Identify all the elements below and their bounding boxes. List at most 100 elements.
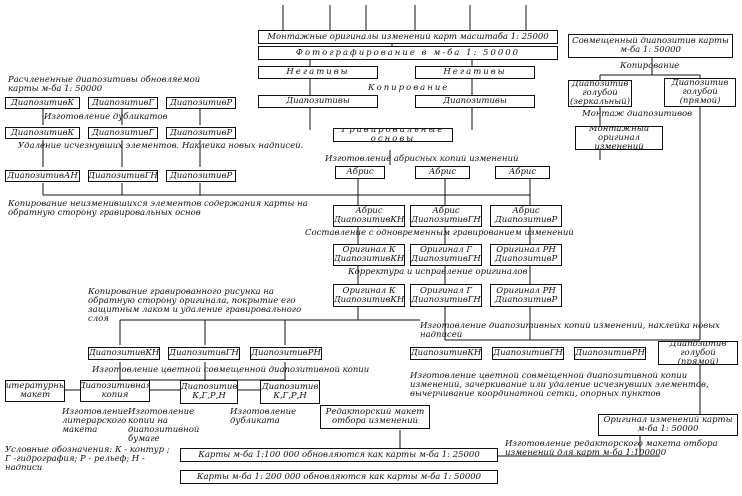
corrected-box-1: Оригинал К ДиапозитивКН (333, 284, 405, 307)
abris-box-1: Абрис (335, 166, 385, 179)
diap-g2-box: ДиапозитивГ (88, 127, 158, 139)
diap-r2-box: ДиапозитивР (166, 127, 236, 139)
photography-label: Фотографирование в м-ба 1: 50000 (295, 47, 521, 58)
engraving-bases-label: Гравировальные основы (341, 128, 445, 142)
original-label-1: Оригинал К ДиапозитивКН (333, 245, 405, 264)
diap-g-label: ДиапозитивГ (91, 97, 155, 108)
negatives-box-2: Негативы (415, 66, 535, 79)
split-caption: Расчлененные диапозитивы обновляемой кар… (8, 75, 201, 94)
blue-mirror-box: Диапозитив голубой (зеркальный) (568, 80, 632, 107)
diap-r-box: ДиапозитивР (166, 97, 236, 109)
diap-rn-label: ДиапозитивР (169, 170, 233, 181)
kgrn-box-1: Диапозитив К,Г,Р,Н (180, 380, 238, 404)
original-label-2: Оригинал Г ДиапозитивГН (411, 245, 481, 264)
diapositives-label-2: Диапозитивы (443, 96, 507, 106)
montage-original-label: Монтажный оригинал изменений (588, 126, 650, 150)
diap-an-box: ДиапозитивАН (5, 170, 80, 182)
paper-caption: Изготовление копии на диапозитивной бума… (128, 407, 200, 444)
photography-box: Фотографирование в м-ба 1: 50000 (258, 46, 558, 60)
literary-mockup-box: Литературный макет (5, 380, 65, 402)
diap-g-box: ДиапозитивГ (88, 97, 158, 109)
blue-direct-box: Диапозитив голубой (прямой) (664, 78, 736, 107)
negatives-label-2: Негативы (443, 67, 507, 77)
bottom-diap-rn-1: ДиапозитивРН (250, 347, 322, 360)
original-box-3: Оригинал РН ДиапозитивР (490, 244, 562, 266)
final-box-2: Карты м-ба 1: 200 000 обновляются как ка… (180, 470, 498, 484)
copy-right-caption: Копирование (620, 61, 680, 71)
corrected-box-2: Оригинал Г ДиапозитивГН (410, 284, 482, 307)
abris-box-2: Абрис (415, 166, 470, 179)
kgrn-box-2: Диапозитив К,Г,Р,Н (260, 380, 320, 404)
negatives-box-1: Негативы (258, 66, 378, 79)
engr-copy-caption: Копирование гравированного рисунка на об… (88, 287, 302, 324)
abris-diap-label-3: Абрис ДиапозитивР (494, 206, 558, 225)
abris-diap-label-2: Абрис ДиапозитивГН (411, 206, 481, 225)
original-box-1: Оригинал К ДиапозитивКН (333, 244, 405, 266)
bottom-diap-kn-2-label: ДиапозитивКН (410, 348, 482, 358)
bottom-diap-rn-2-label: ДиапозитивРН (575, 348, 645, 358)
diapositives-box-2: Диапозитивы (415, 95, 535, 108)
montage-originals-box: Монтажные оригиналы изменений карт масшт… (258, 30, 558, 44)
corrected-label-2: Оригинал Г ДиапозитивГН (411, 285, 481, 305)
final-label-1: Карты м-ба 1:100 000 обновляются как кар… (198, 449, 480, 460)
diap-copy-box: Диапозитивная копия (80, 380, 150, 402)
bottom-diap-rn-1-label: ДиапозитивРН (251, 348, 321, 358)
diap-copy-label: Диапозитивная копия (80, 381, 150, 400)
diapositives-box-1: Диапозитивы (258, 95, 378, 108)
final-box-1: Карты м-ба 1:100 000 обновляются как кар… (180, 448, 498, 462)
abris-caption: Изготовление абрисных копий изменений (325, 154, 519, 164)
engraving-bases-box: Гравировальные основы (333, 128, 453, 142)
original-box-2: Оригинал Г ДиапозитивГН (410, 244, 482, 266)
abris-diap-label-1: Абрис ДиапозитивКН (333, 206, 405, 225)
correct-caption: Корректура и исправление оригиналов (348, 267, 528, 277)
bottom-diap-kn-2: ДиапозитивКН (410, 347, 482, 360)
bottom-diap-gn-1-label: ДиапозитивГН (169, 348, 239, 358)
diap-k-box: ДиапозитивК (5, 97, 80, 109)
montage-originals-label: Монтажные оригиналы изменений карт масшт… (267, 31, 549, 42)
bottom-diap-gn-2-label: ДиапозитивГН (493, 348, 563, 358)
bottom-diap-gn-1: ДиапозитивГН (168, 347, 240, 360)
diap-gn-box: ДиапозитивГН (88, 170, 158, 182)
abris-diap-box-1: Абрис ДиапозитивКН (333, 205, 405, 227)
bottom-diap-kn-1: ДиапозитивКН (88, 347, 160, 360)
dup-bottom-caption: Изготовление дубликата (230, 407, 297, 426)
diap-g2-label: ДиапозитивГ (91, 127, 155, 138)
diap-r2-label: ДиапозитивР (169, 127, 233, 138)
copy-caption: Копирование (368, 83, 450, 93)
diapositives-label-1: Диапозитивы (286, 96, 350, 106)
legend: Условные обозначения: К - контур ; Г -ги… (5, 445, 170, 473)
abris-label-2: Абрис (428, 167, 457, 177)
corrected-box-3: Оригинал РН ДиапозитивР (490, 284, 562, 307)
editor-caption: Изготовление редакторского макета отбора… (505, 439, 718, 458)
bottom-diap-rn-2: ДиапозитивРН (574, 347, 646, 360)
corrected-label-1: Оригинал К ДиапозитивКН (333, 285, 405, 305)
diap-k2-label: ДиапозитивК (10, 127, 75, 138)
diap-k-label: ДиапозитивК (10, 97, 75, 108)
combined-diapositive-box: Совмещенный диапозитив карты м-ба 1: 500… (568, 34, 733, 58)
blue-mirror-label: Диапозитив голубой (зеркальный) (570, 80, 630, 107)
abris-diap-box-3: Абрис ДиапозитивР (490, 205, 562, 227)
editor-box: Редакторский макет отбора изменений (320, 405, 430, 429)
diap-an-label: ДиапозитивАН (7, 170, 78, 181)
abris-label-1: Абрис (346, 167, 374, 177)
orig-changes-label: Оригинал изменений карты м-ба 1: 50000 (603, 415, 733, 434)
blue-direct-label: Диапозитив голубой (прямой) (671, 78, 729, 106)
dup-caption: Изготовление дубликатов (44, 112, 168, 122)
kgrn-label-1: Диапозитив К,Г,Р,Н (180, 382, 238, 401)
editor-box-label: Редакторский макет отбора изменений (325, 407, 425, 426)
kgrn-label-2: Диапозитив К,Г,Р,Н (261, 382, 319, 401)
negatives-label-1: Негативы (286, 67, 350, 77)
bottom-blue-direct-label: Диапозитив голубой (прямой) (669, 341, 727, 365)
diap-r-label: ДиапозитивР (169, 97, 233, 108)
literary-mockup-label: Литературный макет (5, 381, 64, 400)
make-diap-caption: Изготовление диапозитивных копий изменен… (420, 321, 720, 340)
combined-diapositive-label: Совмещенный диапозитив карты м-ба 1: 500… (572, 36, 729, 55)
right-caption: Изготовление цветной совмещенной диапози… (410, 371, 709, 399)
abris-label-3: Абрис (508, 167, 537, 177)
corrected-label-3: Оригинал РН ДиапозитивР (494, 285, 558, 305)
copy-unchanged-caption: Копирование неизменившихся элементов сод… (8, 199, 308, 218)
bottom-diap-kn-1-label: ДиапозитивКН (88, 348, 160, 358)
diap-gn-label: ДиапозитивГН (88, 170, 158, 181)
